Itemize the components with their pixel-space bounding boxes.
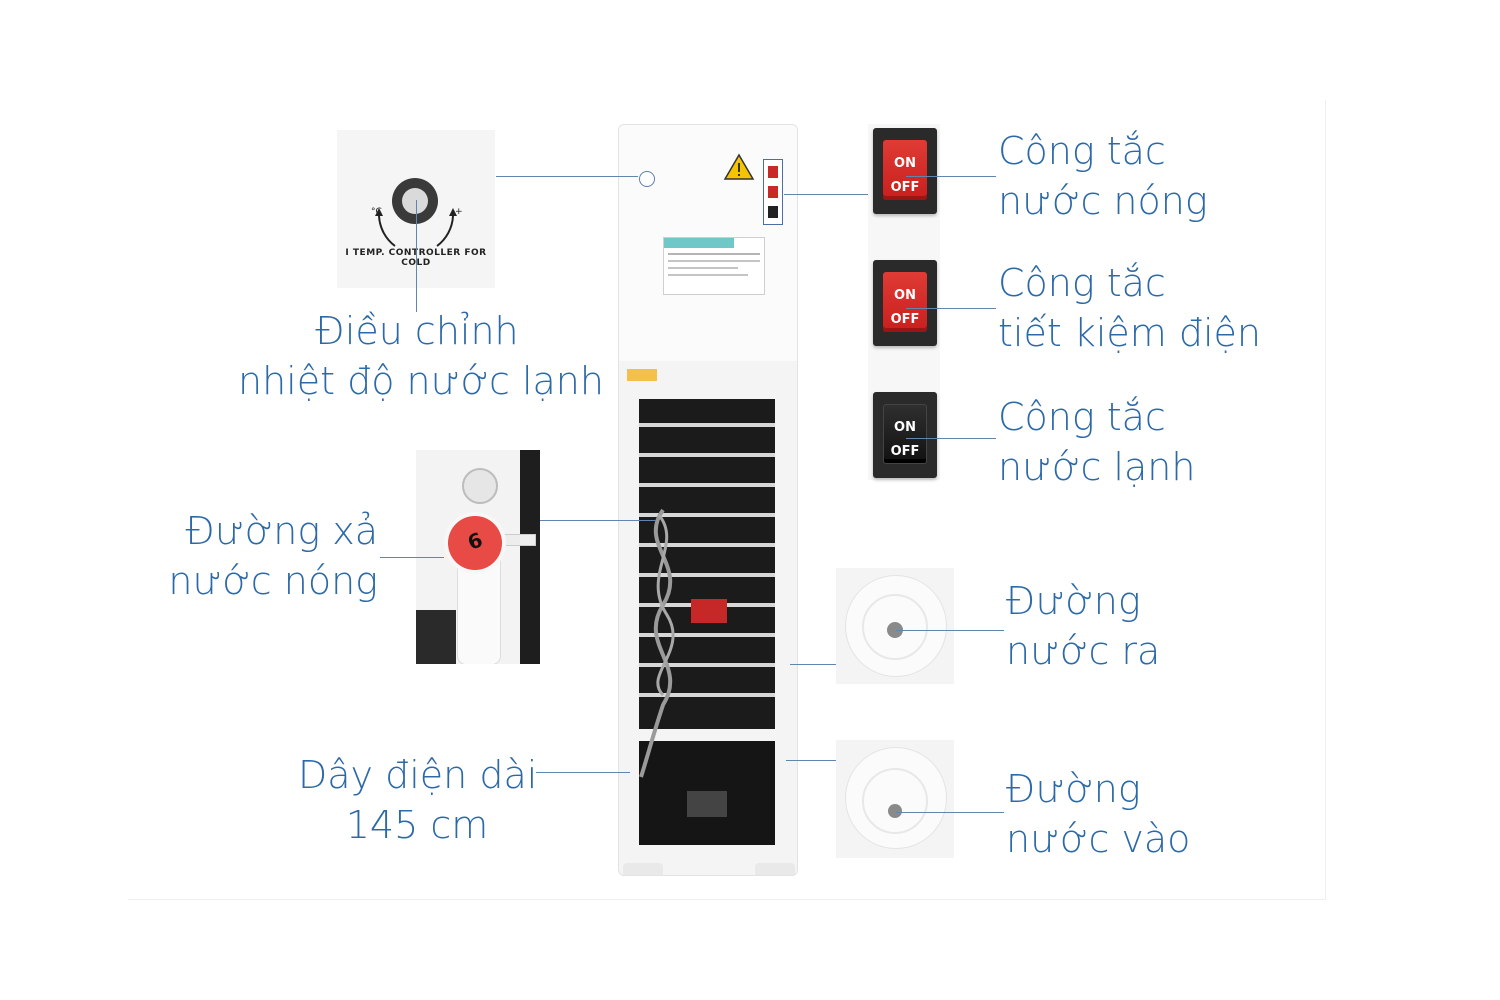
dispenser-compressor-area: [639, 741, 775, 845]
water-outlet-panel: [836, 568, 954, 684]
cold-water-switch: ON OFF: [873, 392, 937, 478]
eco-switch-leader: [906, 308, 996, 309]
warning-triangle-icon: [723, 153, 755, 180]
label-hot-switch: Công tắc nước nóng: [998, 129, 1208, 223]
water-inlet-hole: [888, 804, 902, 818]
hot-drain-panel: 6: [416, 450, 540, 664]
temp-dial-leader-vertical: [416, 200, 417, 312]
drain-cap-number: 6: [464, 527, 486, 555]
dispenser-dial-small: [639, 171, 655, 187]
drain-lever: [500, 534, 536, 546]
label-water-outlet: Đường nước ra: [1006, 579, 1161, 673]
label-water-inlet: Đường nước vào: [1006, 767, 1191, 861]
hot-drain-leader-left: [380, 557, 444, 558]
switch-panel-leader: [784, 194, 868, 195]
label-eco-switch: Công tắc tiết kiệm điện: [998, 261, 1261, 355]
dispenser-switch-column: [763, 159, 783, 225]
water-outlet-hole: [887, 622, 903, 638]
diagram-frame: [128, 100, 1326, 900]
dispenser-foot-left: [623, 863, 663, 875]
cold-switch-leader: [906, 438, 996, 439]
hot-water-switch: ON OFF: [873, 128, 937, 214]
dispenser-yellow-sticker: [627, 369, 657, 381]
temp-dial-knob: [392, 178, 438, 224]
hot-switch-leader: [906, 176, 996, 177]
label-hot-drain: Đường xả nước nóng: [168, 509, 378, 603]
svg-text:+: +: [455, 207, 463, 217]
dispenser-foot-right: [755, 863, 795, 875]
temp-dial-arrows: °C +: [371, 207, 463, 247]
svg-text:°C: °C: [371, 207, 382, 217]
water-outlet-leader-right: [896, 630, 1004, 631]
eco-switch: ON OFF: [873, 260, 937, 346]
cold-water-rocker: [883, 404, 927, 464]
eco-rocker: [883, 272, 927, 332]
temp-dial-caption: I TEMP. CONTROLLER FOR COLD: [345, 248, 487, 268]
water-dispenser-back-view: [618, 124, 798, 876]
label-temp-control: Điều chỉnh nhiệt độ nước lạnh: [238, 309, 604, 403]
drain-cap: 6: [448, 516, 502, 570]
drain-screw-icon: [462, 468, 498, 504]
hot-drain-leader-right: [540, 520, 656, 521]
label-cold-switch: Công tắc nước lạnh: [998, 395, 1196, 489]
hot-water-rocker: [883, 140, 927, 200]
label-power-cord: Dây điện dài 145 cm: [298, 753, 538, 847]
power-cord-leader: [536, 772, 630, 773]
water-inlet-leader-right: [896, 812, 1004, 813]
dispenser-spec-label: [663, 237, 765, 295]
temp-dial-leader: [496, 176, 638, 177]
water-inlet-leader-left: [786, 760, 836, 761]
power-cord-coil: [639, 508, 675, 778]
water-inlet-panel: [836, 740, 954, 858]
water-outlet-leader-left: [790, 664, 836, 665]
